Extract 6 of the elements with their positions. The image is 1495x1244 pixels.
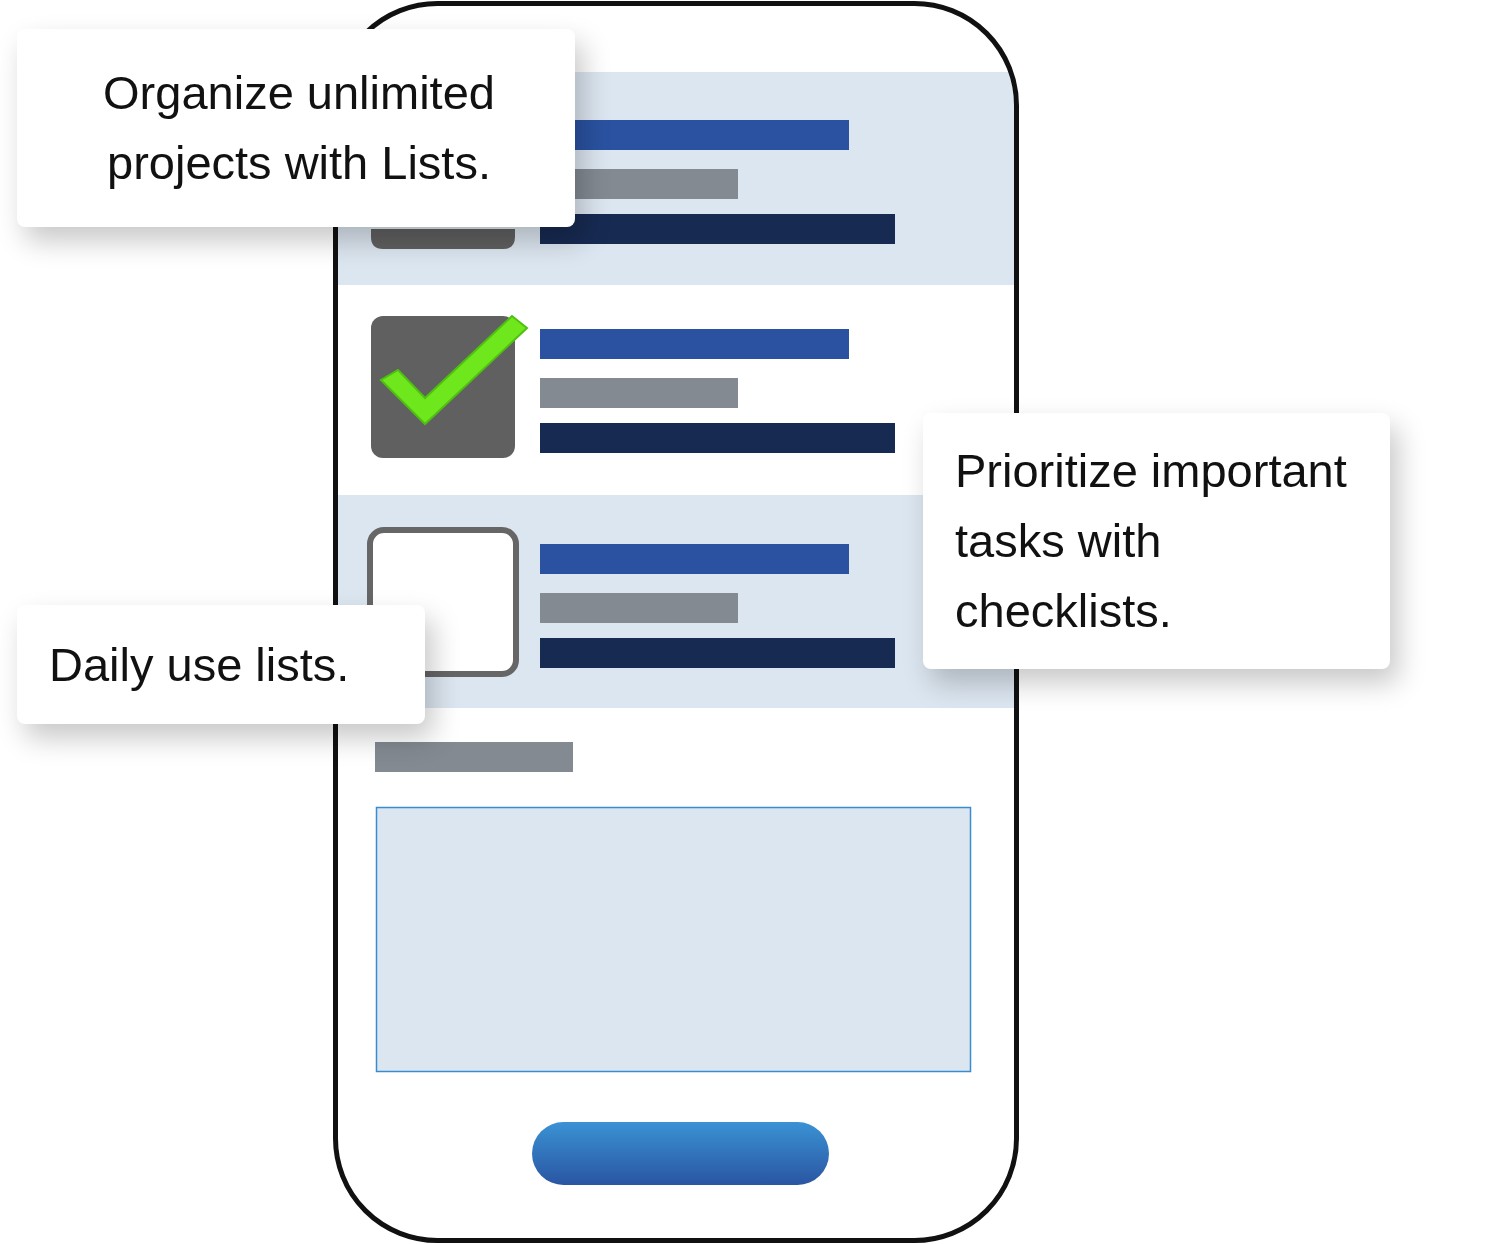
- callout-card: [17, 29, 575, 227]
- callout-card: [923, 413, 1390, 669]
- callout-card: [17, 605, 425, 724]
- callout-text: Daily use lists.: [49, 636, 350, 693]
- callout-text: Prioritize important tasks with checklists.: [955, 443, 1348, 639]
- callout-text: Organize unlimited projects with Lists.: [102, 65, 496, 191]
